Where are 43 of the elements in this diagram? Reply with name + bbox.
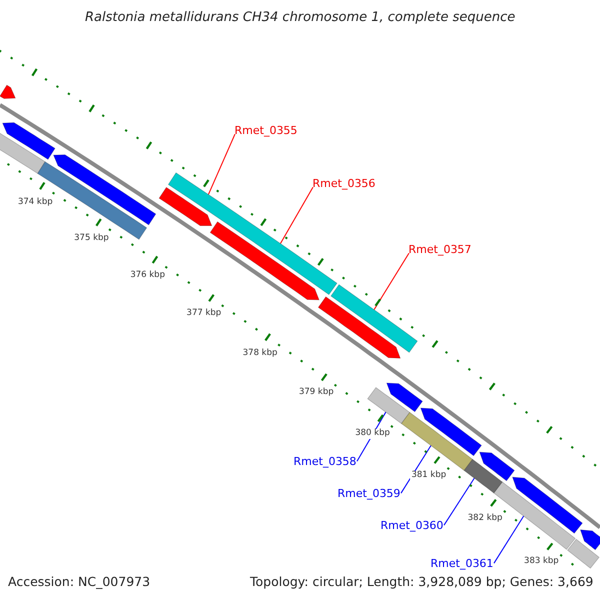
gene-feature xyxy=(512,476,583,534)
scale-label: 376 kbp xyxy=(129,271,166,282)
gene-feature xyxy=(318,296,401,359)
scale-label: 375 kbp xyxy=(73,234,110,244)
gene-label: Rmet_0361 xyxy=(430,558,494,570)
summary-text: Topology: circular; Length: 3,928,089 bp; Genes: 3,669 xyxy=(250,575,594,590)
gene-bar xyxy=(567,538,600,569)
gene-feature xyxy=(386,382,423,412)
leader-line xyxy=(374,252,410,310)
leader-line xyxy=(208,134,236,195)
gene-label: Rmet_0359 xyxy=(338,488,400,500)
chart-title: Ralstonia metallidurans CH34 chromosome 1, complete sequence xyxy=(85,10,516,26)
accession-text: Accession: NC_007973 xyxy=(8,575,150,590)
gene-feature xyxy=(0,84,16,99)
gene-label: Rmet_0357 xyxy=(408,244,472,256)
gene-bar xyxy=(37,161,148,240)
gene-bar xyxy=(367,387,410,424)
gene-feature xyxy=(420,408,482,456)
gene-bar xyxy=(464,458,503,494)
gene-feature xyxy=(2,122,56,160)
scale-label: 380 kbp xyxy=(354,429,391,440)
leader-line xyxy=(400,445,432,494)
leader-line xyxy=(280,186,314,244)
gene-feature xyxy=(580,529,600,550)
leader-line xyxy=(494,515,524,564)
gene-label: Rmet_0360 xyxy=(380,520,444,532)
gene-label: Rmet_0355 xyxy=(234,124,298,138)
gene-feature xyxy=(158,186,212,226)
scale-label: 379 kbp xyxy=(298,388,335,398)
scale-label: 374 kbp xyxy=(16,198,54,208)
gene-label: Rmet_0358 xyxy=(294,456,356,468)
leader-line xyxy=(444,478,475,526)
gene-feature xyxy=(210,221,320,300)
gene-bar xyxy=(330,284,418,353)
gene-feature xyxy=(479,452,515,482)
scale-label: 378 kbp xyxy=(242,348,278,358)
scale-label: 377 kbp xyxy=(186,309,222,320)
gene-feature xyxy=(53,154,156,226)
gene-label: Rmet_0356 xyxy=(312,178,376,190)
scale-label: 381 kbp xyxy=(410,471,448,481)
scale-label: 382 kbp xyxy=(466,514,504,524)
gene-bar xyxy=(400,412,473,471)
scale-label: 383 kbp xyxy=(523,557,560,568)
